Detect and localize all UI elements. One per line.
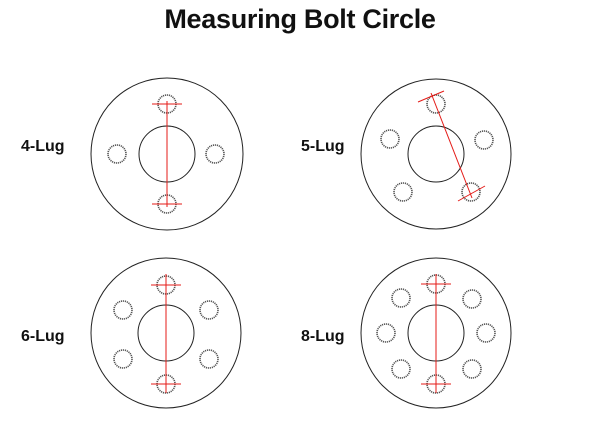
lug-hole (113, 349, 133, 369)
wheel-6-lug: 6-Lug (21, 257, 242, 409)
wheel-rim (90, 257, 242, 409)
lug-hole (462, 359, 482, 379)
lug-hole (205, 144, 225, 164)
lug-hole (199, 349, 219, 369)
wheel-label: 6-Lug (21, 328, 65, 345)
lug-hole (391, 359, 411, 379)
lug-hole (474, 130, 494, 150)
lug-hole (376, 323, 396, 343)
page-title: Measuring Bolt Circle (164, 4, 436, 34)
lug-hole (461, 182, 481, 202)
lug-hole (380, 129, 400, 149)
lug-hole (113, 300, 133, 320)
measurement-tick (457, 185, 486, 202)
wheel-4-lug: 4-Lug (21, 77, 244, 231)
wheel-rim (360, 78, 512, 230)
lug-hole (391, 288, 411, 308)
wheel-8-lug: 8-Lug (301, 257, 512, 409)
wheel-label: 8-Lug (301, 328, 345, 345)
wheel-5-lug: 5-Lug (301, 78, 512, 230)
measurement-tick (417, 90, 445, 103)
measurement-line (430, 92, 473, 199)
wheel-label: 5-Lug (301, 138, 345, 155)
lug-hole (107, 144, 127, 164)
lug-hole (199, 300, 219, 320)
lug-hole (476, 323, 496, 343)
lug-hole (393, 182, 413, 202)
lug-hole (462, 289, 482, 309)
wheel-label: 4-Lug (21, 138, 65, 155)
wheel-rim (360, 257, 512, 409)
lug-hole (426, 94, 446, 114)
wheel-rim (90, 77, 244, 231)
center-bore (407, 125, 465, 183)
